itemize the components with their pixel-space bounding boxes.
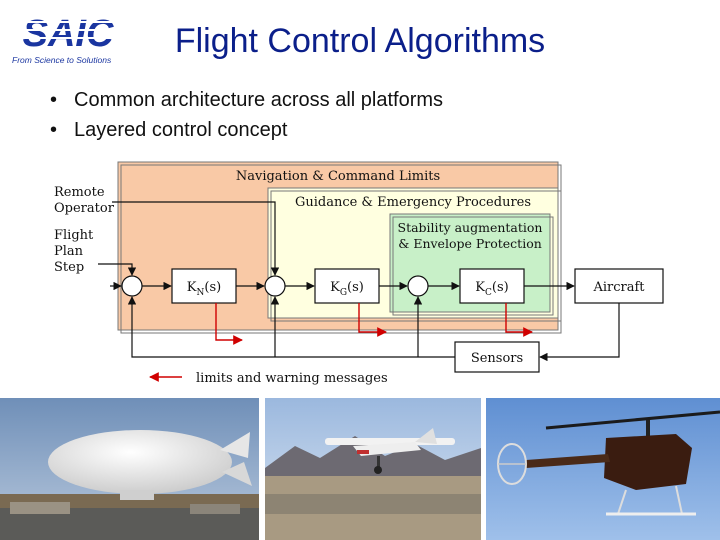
remote-operator-label-1: Remote bbox=[54, 185, 105, 200]
bullet-item: Layered control concept bbox=[50, 115, 443, 145]
airship-hull-icon bbox=[48, 430, 232, 494]
guidance-layer-label: Guidance & Emergency Procedures bbox=[295, 195, 531, 210]
remote-operator-label-2: Operator bbox=[54, 201, 115, 216]
warning-arrows bbox=[149, 303, 533, 382]
summing-junction-nav bbox=[121, 275, 143, 297]
aircraft-label: Aircraft bbox=[592, 280, 645, 295]
kn-block bbox=[171, 268, 237, 304]
stability-layer-label-line2: & Envelope Protection bbox=[398, 236, 542, 251]
kc-label: KC(s) bbox=[475, 280, 508, 298]
summing-junction-guidance bbox=[264, 275, 286, 297]
navigation-layer-label: Navigation & Command Limits bbox=[236, 169, 440, 184]
aircraft-block bbox=[574, 268, 664, 304]
page-title: Flight Control Algorithms bbox=[174, 22, 546, 60]
forward-path bbox=[98, 201, 620, 362]
kn-label: KN(s) bbox=[187, 280, 221, 298]
stability-layer-shadow bbox=[392, 216, 554, 316]
helicopter-photo bbox=[486, 398, 720, 540]
saic-logo: SAIC From Science to Solutions bbox=[8, 8, 128, 68]
helicopter-icon bbox=[497, 410, 720, 516]
summing-junction-stability bbox=[407, 275, 429, 297]
logo-stripes: SAIC bbox=[13, 13, 126, 55]
bullet-item: Common architecture across all platforms bbox=[50, 85, 443, 115]
bullet-list: Common architecture across all platforms… bbox=[50, 85, 443, 145]
flight-plan-label-2: Plan bbox=[54, 244, 84, 259]
flight-plan-label-1: Flight bbox=[54, 228, 94, 243]
stability-layer-label-line1: Stability augmentation bbox=[398, 220, 543, 235]
logo-tagline: From Science to Solutions bbox=[12, 55, 112, 65]
guidance-layer-shadow bbox=[270, 190, 562, 322]
kc-block bbox=[459, 268, 525, 304]
flight-plan-label-3: Step bbox=[54, 260, 84, 275]
kg-label: KG(s) bbox=[330, 280, 364, 298]
airship-photo bbox=[0, 398, 259, 540]
messages-label: limits and warning messages bbox=[196, 371, 388, 386]
sensors-block bbox=[454, 341, 540, 373]
sensors-label: Sensors bbox=[471, 351, 523, 366]
airplane-icon bbox=[325, 428, 455, 474]
control-block-diagram: Navigation & Command Limits Guidance & E… bbox=[54, 161, 664, 386]
logo-wordmark: SAIC bbox=[23, 13, 114, 55]
airplane-photo bbox=[265, 398, 481, 540]
